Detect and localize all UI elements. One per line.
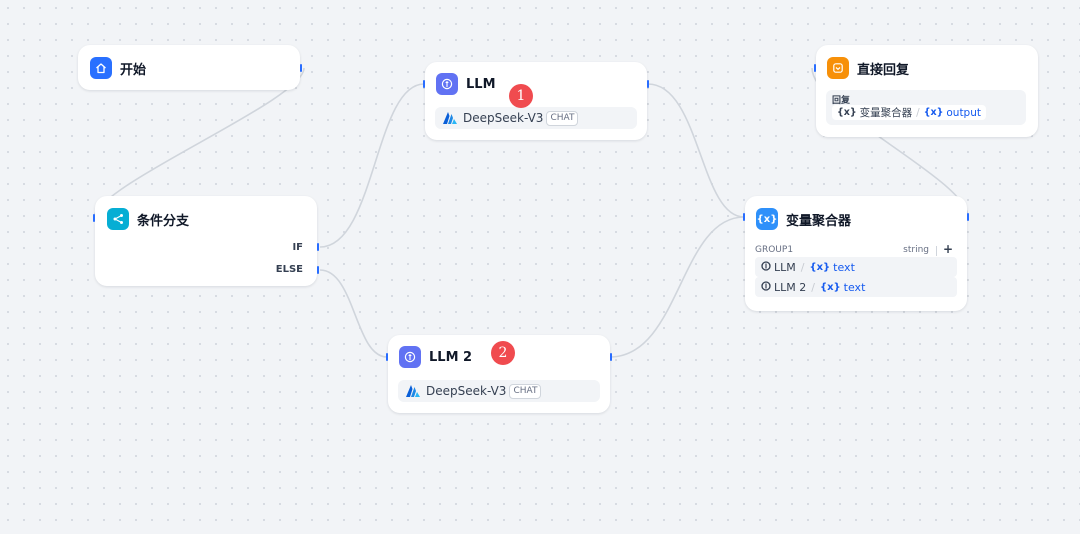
variable-icon: {x} — [756, 208, 778, 230]
variable-x-icon: {x} — [923, 107, 944, 118]
var-source-node: LLM — [774, 260, 796, 274]
home-icon — [90, 57, 112, 79]
answer-var-chip[interactable]: {x} 变量聚合器 / {x} output — [832, 105, 986, 120]
aggregator-input-handle[interactable] — [743, 213, 745, 221]
llm-model-selector[interactable]: DeepSeek-V3 CHAT — [435, 107, 637, 129]
answer-var-name: output — [946, 106, 981, 119]
llm-node[interactable]: LLM DeepSeek-V3 CHAT — [423, 62, 649, 140]
edge-start-to-condition — [93, 67, 305, 217]
llm-model-name: DeepSeek-V3 — [463, 111, 544, 125]
branch-icon — [107, 208, 129, 230]
annotation-badge-1: 1 — [509, 84, 533, 108]
aggregator-node[interactable]: {x} 变量聚合器 GROUP1 string + LLM / {x} text… — [743, 196, 969, 311]
llm2-model-name: DeepSeek-V3 — [426, 384, 507, 398]
llm2-output-handle[interactable] — [610, 353, 612, 361]
answer-node-title: 直接回复 — [857, 62, 910, 78]
llm-icon — [761, 260, 771, 274]
llm-model-mode-tag: CHAT — [546, 110, 579, 126]
llm-node-title: LLM — [466, 76, 496, 92]
llm-input-handle[interactable] — [423, 80, 425, 88]
var-name: text — [843, 280, 866, 294]
var-name: text — [833, 260, 855, 274]
start-output-handle[interactable] — [300, 64, 302, 72]
answer-node[interactable]: 直接回复 回复 {x} 变量聚合器 / {x} output — [814, 45, 1038, 137]
answer-var-source: 变量聚合器 — [859, 107, 913, 119]
aggregator-node-title: 变量聚合器 — [786, 213, 852, 229]
llm-output-handle[interactable] — [647, 80, 649, 88]
group-type: string — [903, 245, 929, 255]
group-divider — [936, 246, 937, 256]
llm-icon — [761, 280, 771, 294]
aggregator-var-row[interactable]: LLM / {x} text — [755, 257, 957, 277]
variable-x-icon: {x} — [837, 107, 857, 118]
llm-icon — [436, 73, 458, 95]
condition-node[interactable]: 条件分支 IF ELSE — [93, 196, 319, 286]
case-else-handle[interactable] — [317, 266, 319, 274]
variable-x-icon: {x} — [819, 281, 841, 293]
aggregator-output-handle[interactable] — [967, 213, 969, 221]
llm2-node-title: LLM 2 — [429, 349, 473, 365]
aggregator-var-row[interactable]: LLM 2 / {x} text — [755, 277, 957, 297]
llm2-input-handle[interactable] — [386, 353, 388, 361]
case-if-label: IF — [292, 242, 303, 253]
deepseek-logo-icon — [443, 109, 457, 128]
var-source-node: LLM 2 — [774, 280, 807, 294]
edge-llm2-to-aggregator — [609, 216, 745, 358]
case-if-handle[interactable] — [317, 243, 319, 251]
var-separator: / — [811, 280, 815, 294]
answer-field-label: 回复 — [832, 96, 851, 106]
answer-content-box[interactable]: 回复 {x} 变量聚合器 / {x} output — [826, 90, 1026, 125]
group-name: GROUP1 — [755, 245, 794, 255]
condition-node-title: 条件分支 — [137, 213, 190, 229]
annotation-badge-2: 2 — [491, 341, 515, 365]
add-variable-button[interactable]: + — [942, 242, 953, 256]
edge-else-to-llm2 — [319, 269, 388, 358]
deepseek-logo-icon — [406, 382, 420, 401]
variable-x-icon: {x} — [809, 261, 831, 273]
edge-llm-to-aggregator — [647, 83, 745, 218]
var-separator: / — [800, 260, 805, 274]
var-separator: / — [916, 106, 920, 119]
answer-icon — [827, 57, 849, 79]
condition-input-handle[interactable] — [93, 214, 95, 222]
start-node[interactable]: 开始 — [78, 45, 302, 90]
llm2-model-selector[interactable]: DeepSeek-V3 CHAT — [398, 380, 600, 402]
start-node-title: 开始 — [120, 62, 147, 78]
edge-if-to-llm — [319, 83, 425, 248]
llm2-model-mode-tag: CHAT — [509, 383, 542, 399]
llm-icon — [399, 346, 421, 368]
case-else-label: ELSE — [275, 264, 303, 275]
answer-input-handle[interactable] — [814, 64, 816, 72]
